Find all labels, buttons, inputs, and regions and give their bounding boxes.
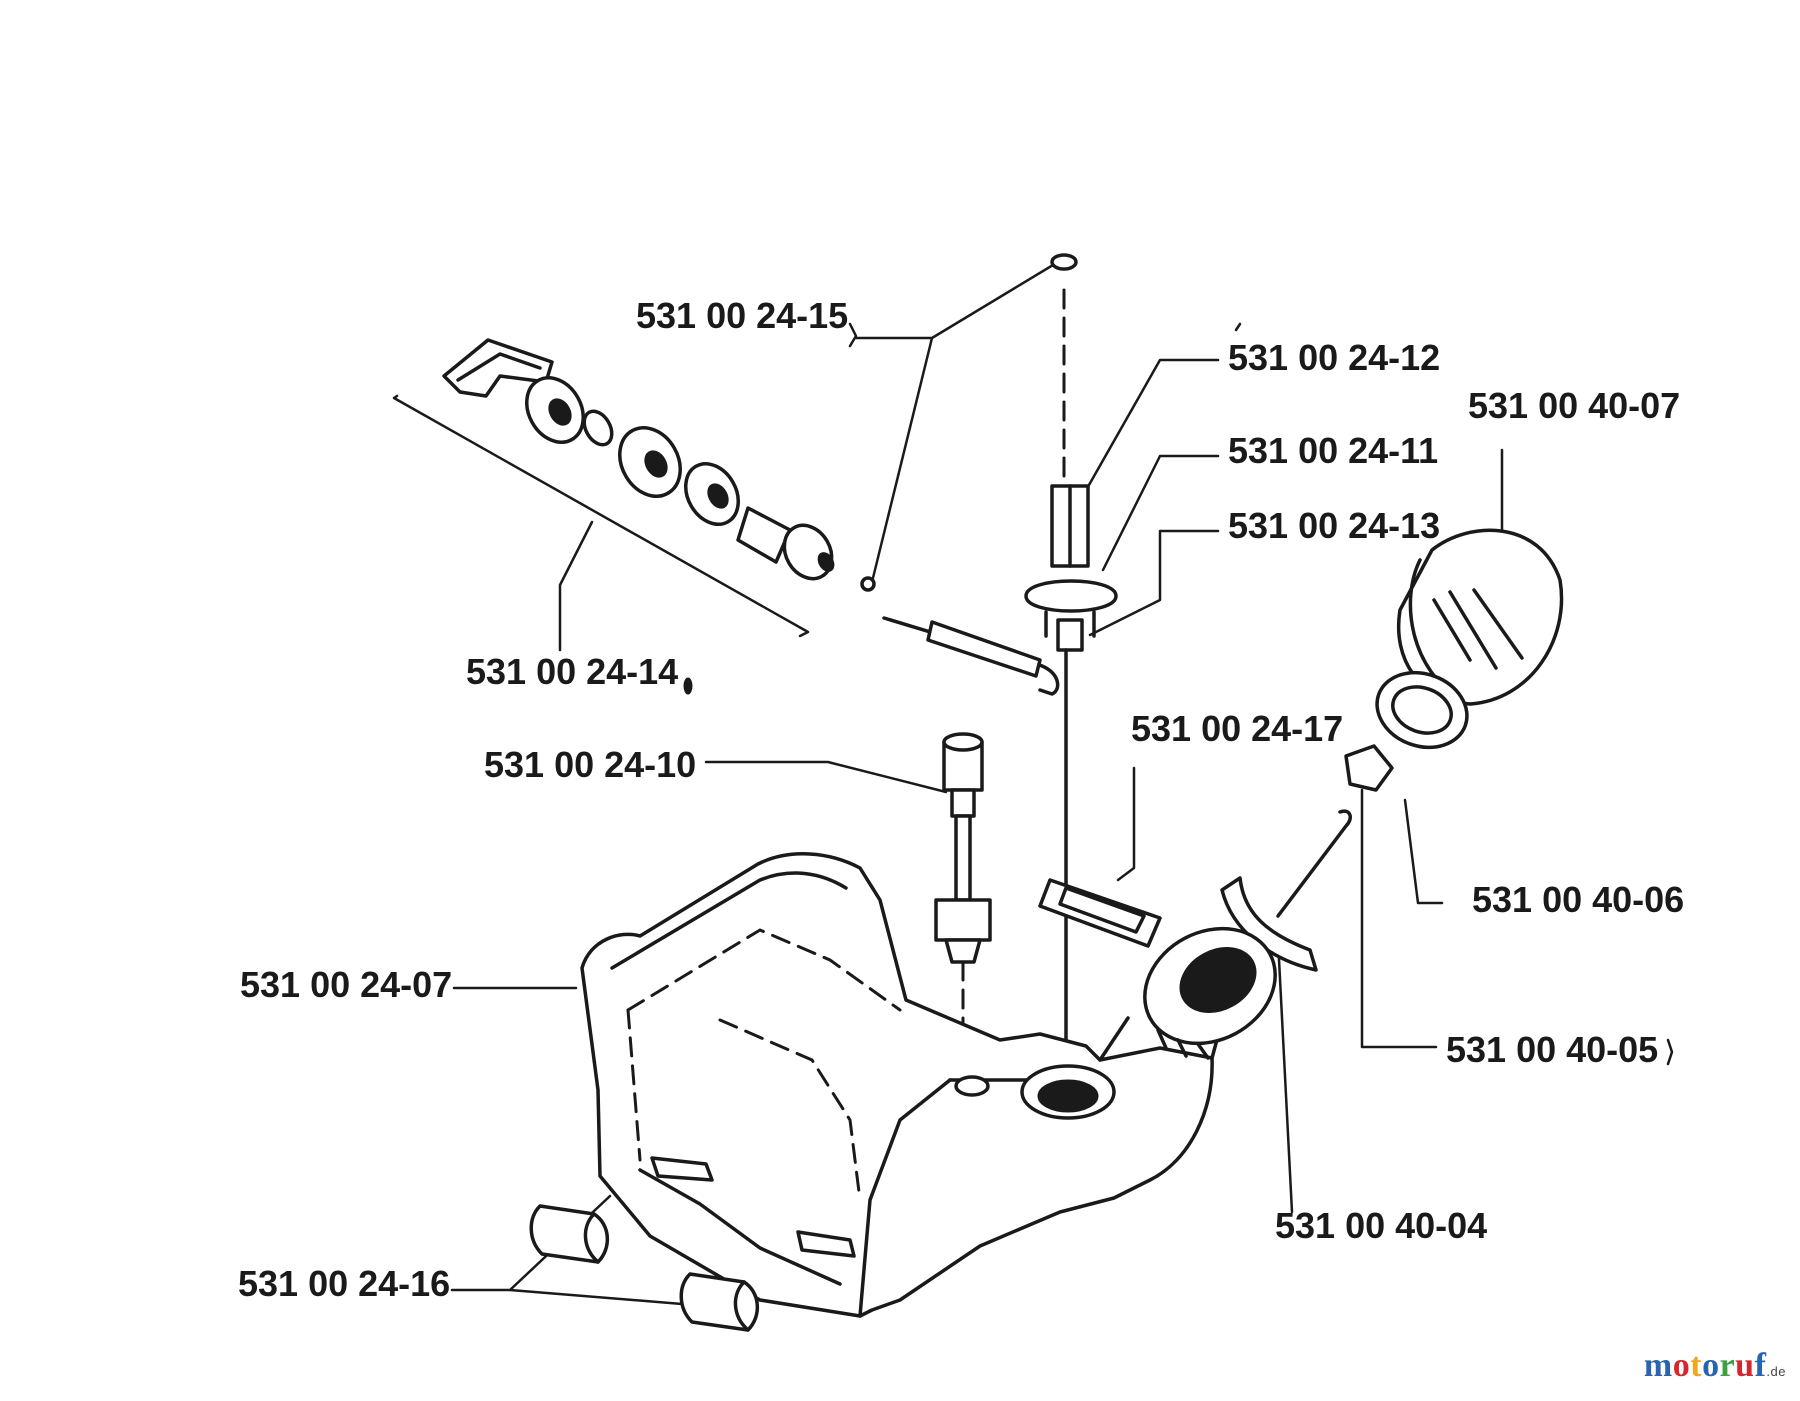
label-531-00-24-12: 531 00 24-12 (1228, 337, 1440, 378)
label-531-00-40-07: 531 00 40-07 (1468, 385, 1680, 426)
strap (1038, 878, 1162, 948)
label-531-00-24-14: 531 00 24-14 (466, 651, 678, 692)
rubber-feet (529, 1204, 759, 1332)
watermark-letters: motoruf (1644, 1347, 1767, 1384)
label-531-00-24-11: 531 00 24-11 (1228, 430, 1438, 471)
label-531-00-24-13: 531 00 24-13 (1228, 505, 1440, 546)
watermark-letter: u (1735, 1347, 1755, 1384)
watermark-letter: f (1754, 1347, 1767, 1384)
watermark-logo: motoruf.de (1644, 1347, 1786, 1385)
label-531-00-40-05: 531 00 40-05 (1446, 1029, 1658, 1070)
watermark-tld: .de (1766, 1364, 1786, 1379)
leader-lines (392, 260, 1504, 1306)
label-531-00-24-15: 531 00 24-15 (636, 295, 848, 336)
label-531-00-24-07: 531 00 24-07 (240, 964, 452, 1005)
fuel-tank (580, 852, 1277, 1318)
fuel-filter-assembly (442, 338, 876, 592)
label-531-00-24-17: 531 00 24-17 (1131, 708, 1343, 749)
cap-retainer (1220, 744, 1394, 972)
scan-artifacts (683, 322, 1674, 1066)
watermark-letter: o (1702, 1347, 1720, 1384)
return-valve (934, 732, 992, 1062)
label-531-00-24-10: 531 00 24-10 (484, 744, 696, 785)
watermark-letter: o (1672, 1347, 1691, 1384)
label-531-00-24-16: 531 00 24-16 (238, 1263, 450, 1304)
watermark-letter: r (1719, 1347, 1736, 1384)
label-531-00-40-04: 531 00 40-04 (1275, 1205, 1487, 1246)
fuel-hose-grommet (882, 253, 1118, 1070)
fuel-cap (1375, 528, 1564, 750)
watermark-letter: t (1690, 1347, 1703, 1384)
label-531-00-40-06: 531 00 40-06 (1472, 879, 1684, 920)
watermark-letter: m (1643, 1347, 1673, 1384)
